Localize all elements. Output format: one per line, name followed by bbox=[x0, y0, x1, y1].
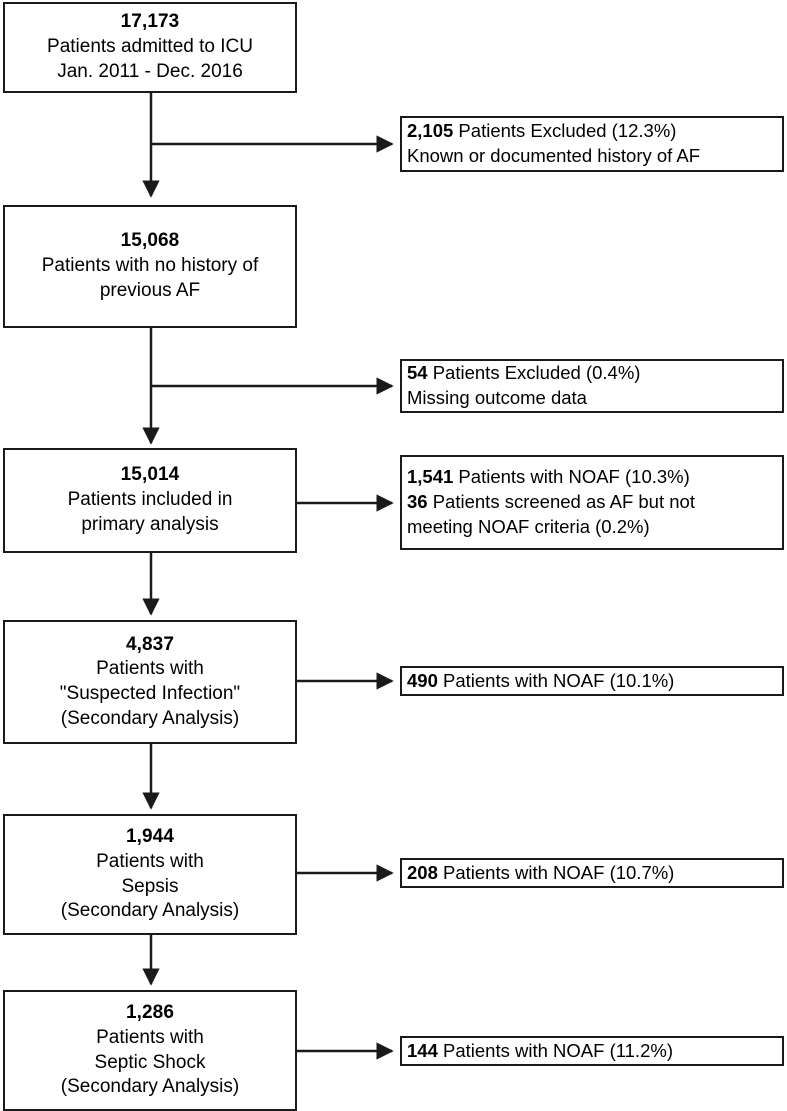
connector-admitted-to-no-history bbox=[142, 93, 394, 198]
node-no-history-af-line-2: previous AF bbox=[99, 279, 201, 301]
side-box-excluded-af-history: 2,105 Patients Excluded (12.3%) Known or… bbox=[400, 116, 784, 172]
node-admitted-line-1: Patients admitted to ICU bbox=[47, 36, 253, 58]
side-row-count: 2,105 bbox=[407, 120, 454, 142]
side-row-count: 490 bbox=[407, 669, 438, 691]
node-septic-shock-line-1: Patients with bbox=[96, 1026, 204, 1048]
side-box-noaf-septic-shock: 144 Patients with NOAF (11.2%) bbox=[400, 1036, 784, 1066]
side-row-text: Patients with NOAF (10.7%) bbox=[437, 861, 675, 883]
node-sepsis-line-1: Patients with bbox=[96, 850, 204, 872]
side-row-text: Missing outcome data bbox=[407, 387, 587, 408]
node-suspected-infection-line-3: (Secondary Analysis) bbox=[60, 707, 240, 729]
side-row: 208 Patients with NOAF (10.7%) bbox=[407, 861, 674, 886]
node-sepsis: 1,944 Patients with Sepsis (Secondary An… bbox=[3, 814, 297, 935]
side-row: 2,105 Patients Excluded (12.3%) bbox=[407, 119, 676, 144]
node-septic-shock-line-2: Septic Shock bbox=[94, 1051, 206, 1073]
node-suspected-infection: 4,837 Patients with "Suspected Infection… bbox=[3, 620, 297, 744]
node-septic-shock-line-3: (Secondary Analysis) bbox=[60, 1076, 240, 1098]
node-admitted-line-2: Jan. 2011 - Dec. 2016 bbox=[57, 60, 243, 82]
node-septic-shock-count: 1,286 bbox=[125, 1002, 175, 1024]
side-box-noaf-sepsis: 208 Patients with NOAF (10.7%) bbox=[400, 858, 784, 888]
side-row-text: Patients with NOAF (10.1%) bbox=[437, 669, 675, 691]
node-no-history-af-line-1: Patients with no history of bbox=[41, 255, 259, 277]
node-admitted-count: 17,173 bbox=[120, 11, 180, 33]
side-row: Known or documented history of AF bbox=[407, 144, 700, 169]
side-row-text: Known or documented history of AF bbox=[407, 145, 701, 166]
side-row-count: 54 bbox=[407, 362, 428, 384]
node-no-history-af: 15,068 Patients with no history of previ… bbox=[3, 205, 297, 328]
side-row-text: Patients with NOAF (11.2%) bbox=[437, 1039, 673, 1061]
node-sepsis-count: 1,944 bbox=[125, 826, 175, 848]
side-row-text: meeting NOAF criteria (0.2%) bbox=[407, 515, 650, 537]
side-row-count: 144 bbox=[407, 1039, 438, 1061]
node-suspected-infection-line-1: Patients with bbox=[96, 658, 204, 680]
side-row-text: Patients screened as AF but not bbox=[427, 491, 695, 513]
node-sepsis-line-2: Sepsis bbox=[121, 875, 179, 897]
connector-no-history-to-primary bbox=[142, 328, 394, 445]
side-box-noaf-primary: 1,541 Patients with NOAF (10.3%) 36 Pati… bbox=[400, 455, 784, 550]
node-primary-analysis-line-1: Patients included in bbox=[67, 489, 233, 511]
node-primary-analysis: 15,014 Patients included in primary anal… bbox=[3, 448, 297, 553]
side-row: 1,541 Patients with NOAF (10.3%) bbox=[407, 465, 690, 490]
side-box-noaf-suspected-infection: 490 Patients with NOAF (10.1%) bbox=[400, 666, 784, 696]
side-box-excluded-missing-outcome: 54 Patients Excluded (0.4%) Missing outc… bbox=[400, 359, 784, 413]
side-row-count: 208 bbox=[407, 861, 438, 883]
node-primary-analysis-line-2: primary analysis bbox=[81, 513, 219, 535]
node-suspected-infection-count: 4,837 bbox=[125, 633, 175, 655]
node-suspected-infection-line-2: "Suspected Infection" bbox=[59, 683, 241, 704]
side-row: 36 Patients screened as AF but not bbox=[407, 490, 695, 515]
node-no-history-af-count: 15,068 bbox=[120, 230, 180, 252]
side-row: Missing outcome data bbox=[407, 386, 587, 411]
side-row-text: Patients Excluded (12.3%) bbox=[453, 120, 677, 142]
node-admitted: 17,173 Patients admitted to ICU Jan. 201… bbox=[3, 2, 297, 93]
side-row-count: 1,541 bbox=[407, 466, 454, 488]
side-row-text: Patients Excluded (0.4%) bbox=[427, 362, 641, 384]
node-primary-analysis-count: 15,014 bbox=[120, 464, 180, 486]
side-row-count: 36 bbox=[407, 491, 428, 513]
side-row: meeting NOAF criteria (0.2%) bbox=[407, 515, 650, 540]
side-row: 490 Patients with NOAF (10.1%) bbox=[407, 669, 674, 694]
side-row: 144 Patients with NOAF (11.2%) bbox=[407, 1039, 673, 1064]
side-row-text: Patients with NOAF (10.3%) bbox=[453, 466, 690, 488]
side-row: 54 Patients Excluded (0.4%) bbox=[407, 361, 640, 386]
node-sepsis-line-3: (Secondary Analysis) bbox=[60, 900, 240, 922]
node-septic-shock: 1,286 Patients with Septic Shock (Second… bbox=[3, 990, 297, 1111]
